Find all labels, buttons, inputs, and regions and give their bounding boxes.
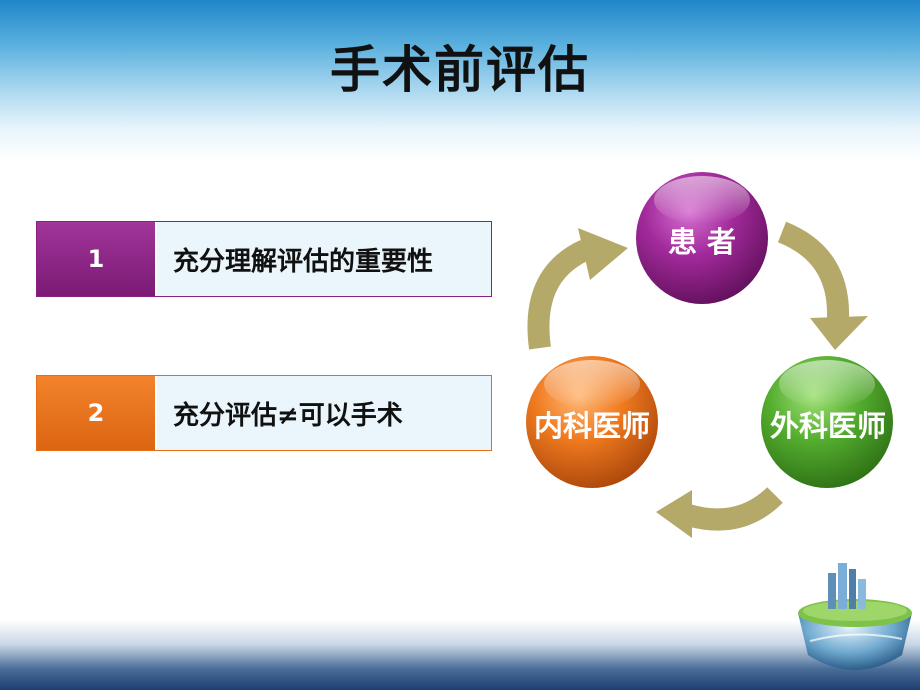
list-item-2: 2 充分评估≠可以手术 xyxy=(36,375,492,451)
cycle-arrows xyxy=(527,221,850,531)
footer-gradient-band xyxy=(0,620,920,690)
item-text: 充分评估≠可以手术 xyxy=(157,376,491,450)
arrow-right-down xyxy=(777,221,850,319)
node-surgeon xyxy=(755,350,899,494)
divider xyxy=(155,222,157,296)
node-label-patient: 患 者 xyxy=(667,225,737,259)
arrow-left-up xyxy=(527,239,590,350)
node-patient xyxy=(630,166,774,310)
arrow-heads xyxy=(578,228,868,538)
item-text: 充分理解评估的重要性 xyxy=(157,222,491,296)
list-item-1: 1 充分理解评估的重要性 xyxy=(36,221,492,297)
slide-title: 手术前评估 xyxy=(330,41,590,99)
node-physician xyxy=(520,350,664,494)
header-gradient-band xyxy=(0,0,920,160)
item-number-badge: 1 xyxy=(37,222,155,296)
arrow-bottom-left xyxy=(684,486,783,531)
arrowhead-2 xyxy=(810,316,868,350)
divider xyxy=(155,376,157,450)
node-label-surgeon: 外科医师 xyxy=(769,409,887,443)
item-number-badge: 2 xyxy=(37,376,155,450)
arrowhead-3 xyxy=(656,490,692,538)
node-label-physician: 内科医师 xyxy=(533,409,651,443)
city-globe-icon xyxy=(798,563,912,670)
arrowhead-1 xyxy=(578,228,628,280)
